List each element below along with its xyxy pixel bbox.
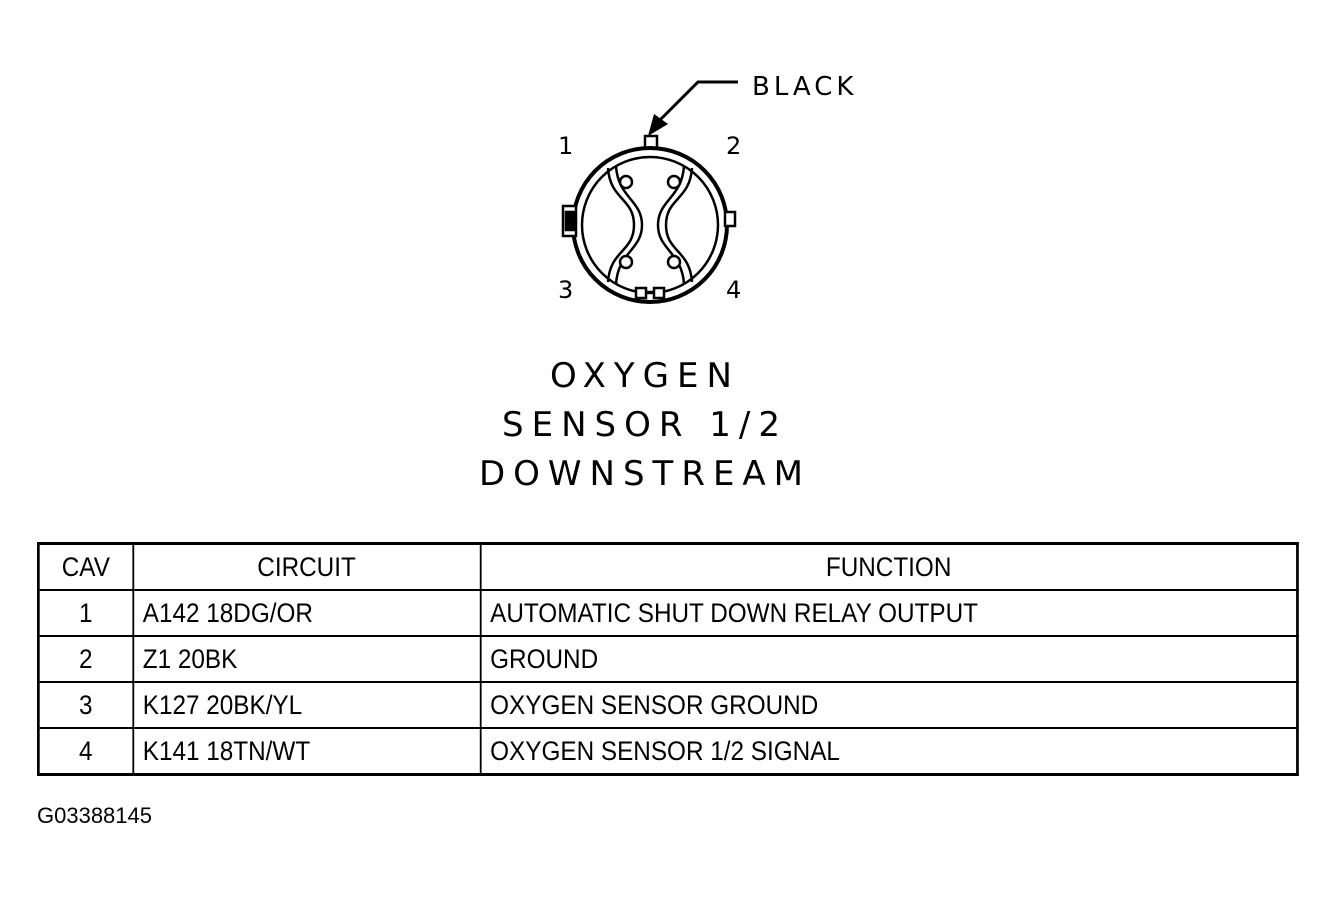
cav-cell: 4 [37,727,134,776]
circuit-cell: K141 18TN/WT [131,727,482,776]
color-leader-arrow [656,80,738,124]
connector-diagram: BLACK 1 2 3 4 [500,60,920,320]
bottom-tabs [634,286,666,300]
header-function: FUNCTION [479,542,1299,591]
cavity-1 [618,174,634,190]
table-row: 2 Z1 20BK GROUND [37,635,1299,683]
table-row: 1 A142 18DG/OR AUTOMATIC SHUT DOWN RELAY… [37,589,1299,637]
cav-cell: 3 [37,681,134,729]
figure-id: G03388145 [37,803,152,828]
cav-cell: 2 [37,635,134,683]
connector-face-drawing [561,80,738,304]
title-line-3: DOWNSTREAM [478,454,812,494]
function-cell: GROUND [479,635,1299,683]
cavity-4 [666,254,682,270]
cav-cell: 1 [37,589,134,637]
pinout-table: CAV CIRCUIT FUNCTION 1 A142 18DG/OR AUTO… [37,542,1299,776]
left-latch [561,204,578,238]
circuit-cell: A142 18DG/OR [131,589,482,637]
table-row: 3 K127 20BK/YL OXYGEN SENSOR GROUND [37,681,1299,729]
pin-label-3: 3 [558,276,574,304]
circuit-cell: Z1 20BK [131,635,482,683]
connector-title: OXYGEN SENSOR 1/2 DOWNSTREAM [400,352,890,499]
cavity-3 [618,254,634,270]
table-row: 4 K141 18TN/WT OXYGEN SENSOR 1/2 SIGNAL [37,727,1299,776]
pin-label-1: 1 [558,132,574,160]
title-line-1: OXYGEN [550,356,740,396]
function-cell: OXYGEN SENSOR 1/2 SIGNAL [479,727,1299,776]
cavity-2 [666,174,682,190]
header-cav: CAV [37,542,134,591]
right-tab [723,210,737,228]
title-line-2: SENSOR 1/2 [502,405,788,445]
pin-cavities [618,174,682,270]
wire-color-label: BLACK [752,72,858,102]
pin-label-2: 2 [726,132,742,160]
function-cell: AUTOMATIC SHUT DOWN RELAY OUTPUT [479,589,1299,637]
pin-label-4: 4 [726,276,742,304]
header-circuit: CIRCUIT [131,542,482,591]
arrowhead [648,114,668,136]
circuit-cell: K127 20BK/YL [131,681,482,729]
function-cell: OXYGEN SENSOR GROUND [479,681,1299,729]
connector-outer-shell [571,146,729,304]
table-header-row: CAV CIRCUIT FUNCTION [37,542,1299,591]
